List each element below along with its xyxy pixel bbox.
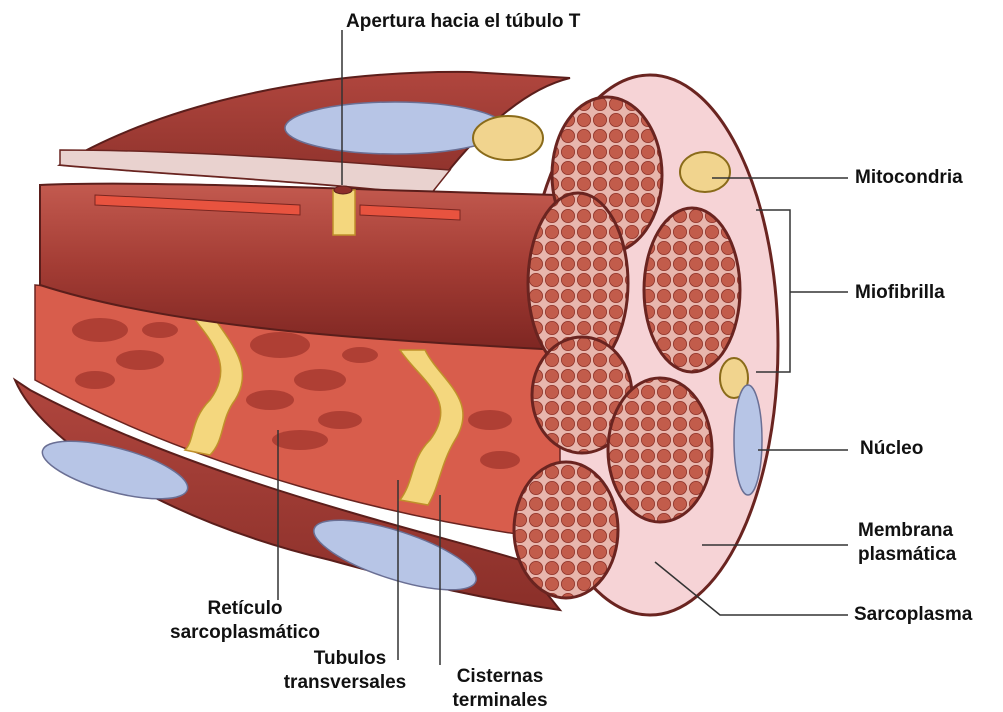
nucleus-cross-section	[734, 385, 762, 495]
mitochondrion-2	[680, 152, 730, 192]
label-t-tubule-opening: Apertura hacia el túbulo T	[346, 10, 580, 33]
label-plasma-membrane-line1: Membrana	[858, 519, 953, 542]
label-sarcoplasm: Sarcoplasma	[854, 603, 972, 626]
label-sarcoplasmic-reticulum-line2: sarcoplasmático	[160, 621, 330, 644]
label-t-tubules-line2: transversales	[270, 671, 420, 694]
myofibril-end-6	[514, 462, 618, 598]
label-myofibril: Miofibrilla	[855, 281, 945, 304]
label-terminal-cisternae-line2: terminales	[430, 689, 570, 712]
label-terminal-cisternae-line1: Cisternas	[430, 665, 570, 688]
label-plasma-membrane-line2: plasmática	[858, 543, 956, 566]
t-tubule-opening-hole	[334, 186, 352, 194]
myofibril-end-5	[608, 378, 712, 522]
mitochondrion-1	[473, 116, 543, 160]
myofibril-end-3	[644, 208, 740, 372]
label-t-tubules-line1: Tubulos	[280, 647, 420, 670]
label-mitochondria: Mitocondria	[855, 166, 963, 189]
label-nucleus: Núcleo	[860, 437, 923, 460]
nucleus-upper	[285, 102, 505, 154]
t-tubule-opening-shaft	[333, 190, 355, 235]
label-sarcoplasmic-reticulum-line1: Retículo	[170, 597, 320, 620]
